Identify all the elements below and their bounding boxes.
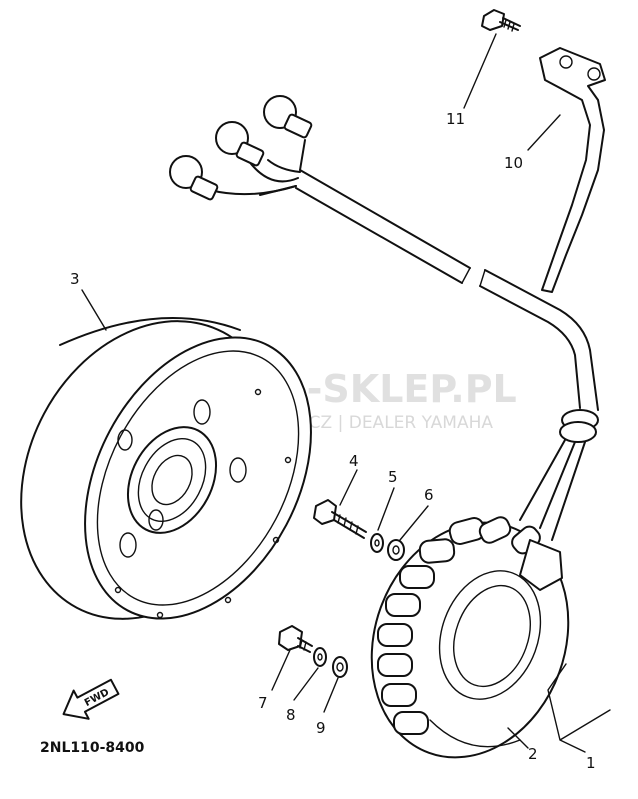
leader-lines xyxy=(81,33,611,753)
diagram-part-code: 2NL110-8400 xyxy=(40,740,145,756)
forward-arrow-icon: FWD xyxy=(62,678,120,720)
callout-5: 5 xyxy=(388,468,398,486)
callout-7: 7 xyxy=(258,694,268,712)
callout-3: 3 xyxy=(70,270,80,288)
screw-part-7 xyxy=(278,625,313,653)
callout-6: 6 xyxy=(424,486,434,504)
rotor-part-3 xyxy=(20,317,312,620)
callout-9: 9 xyxy=(316,719,326,737)
stator-part-2 xyxy=(370,516,570,759)
connector-top xyxy=(263,95,313,139)
callout-4: 4 xyxy=(349,452,359,470)
washer-part-5 xyxy=(370,533,384,553)
callout-10: 10 xyxy=(504,154,523,172)
callout-1: 1 xyxy=(586,754,596,772)
callout-2: 2 xyxy=(528,745,538,763)
connector-middle xyxy=(215,121,265,167)
bolt-part-4 xyxy=(313,499,367,539)
callout-labels: 1 2 3 4 5 6 7 8 9 10 11 xyxy=(70,110,596,772)
washer-part-8 xyxy=(313,647,327,667)
wiring-harness xyxy=(169,95,599,541)
bracket-part-10 xyxy=(539,47,606,293)
callout-8: 8 xyxy=(286,706,296,724)
connector-left xyxy=(169,155,219,201)
washer-part-6 xyxy=(387,539,405,561)
washer-part-9 xyxy=(332,656,348,678)
callout-11: 11 xyxy=(446,110,465,128)
bolt-part-11 xyxy=(481,9,521,32)
